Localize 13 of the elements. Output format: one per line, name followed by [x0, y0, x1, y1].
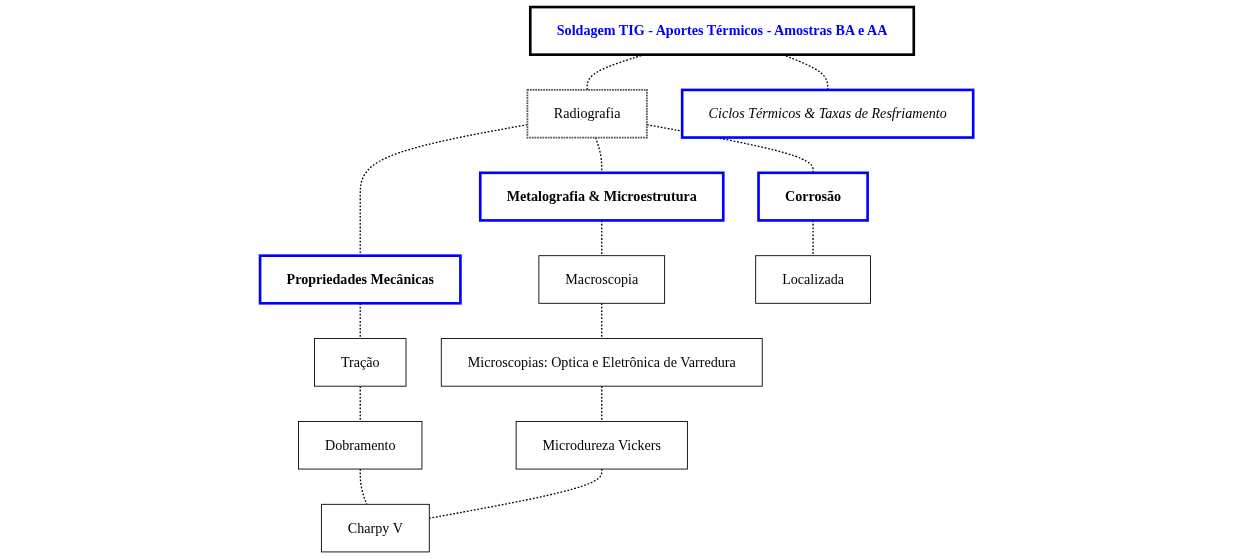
node-box: Dobramento [297, 421, 423, 470]
node-box: Propriedades Mecânicas [258, 254, 462, 305]
node-box: Charpy V [320, 503, 430, 553]
node-box: Ciclos Térmicos & Taxas de Resfriamento [680, 88, 975, 139]
node-box: Microdureza Vickers [515, 421, 688, 470]
node-box: Corrosão [757, 171, 869, 222]
node-box: Localizada [755, 255, 871, 304]
node-box: Metalografia & Microestrutura [478, 171, 725, 222]
node-box: Radiografia [526, 89, 648, 139]
node-box: Soldagem TIG - Aportes Térmicos - Amostras BA e AA [528, 5, 915, 56]
node-box: Macroscopia [538, 255, 665, 304]
node-box: Tração [313, 338, 407, 387]
node-box: Microscopias: Optica e Eletrônica de Varredura [440, 338, 763, 387]
